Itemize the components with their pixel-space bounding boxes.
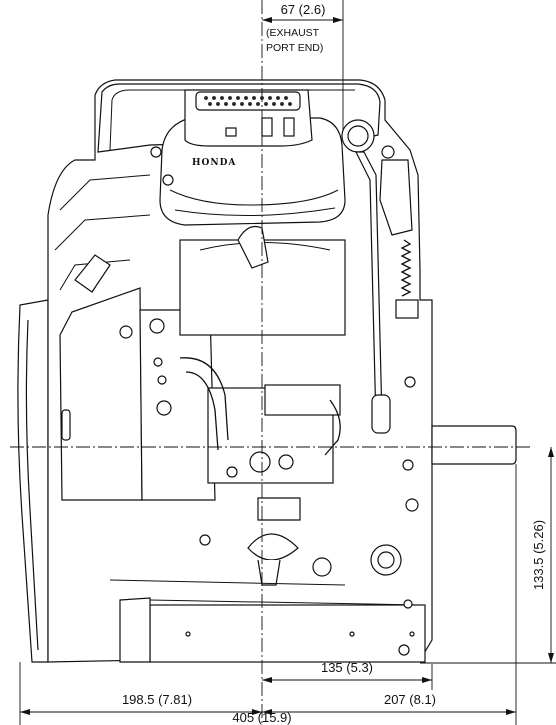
total-width-label: 405 (15.9) xyxy=(232,710,291,725)
exhaust-note-line2: PORT END) xyxy=(266,42,323,54)
honda-logo: HONDA xyxy=(192,158,236,168)
right-width-label: 207 (8.1) xyxy=(384,692,436,707)
engine-body: HONDA xyxy=(17,79,517,663)
exhaust-note-line1: (EXHAUST xyxy=(266,27,320,39)
left-width-label: 198.5 (7.81) xyxy=(122,692,192,707)
dimension-labels: 67 (2.6) (EXHAUST PORT END) 133.5 (5.26)… xyxy=(122,0,546,725)
vertical-height-label: 133.5 (5.26) xyxy=(531,520,546,590)
dimension-arrows xyxy=(20,17,554,715)
exhaust-offset-label: 67 (2.6) xyxy=(281,2,326,17)
shaft-offset-label: 135 (5.3) xyxy=(321,660,373,675)
dimension-lines xyxy=(10,0,556,725)
